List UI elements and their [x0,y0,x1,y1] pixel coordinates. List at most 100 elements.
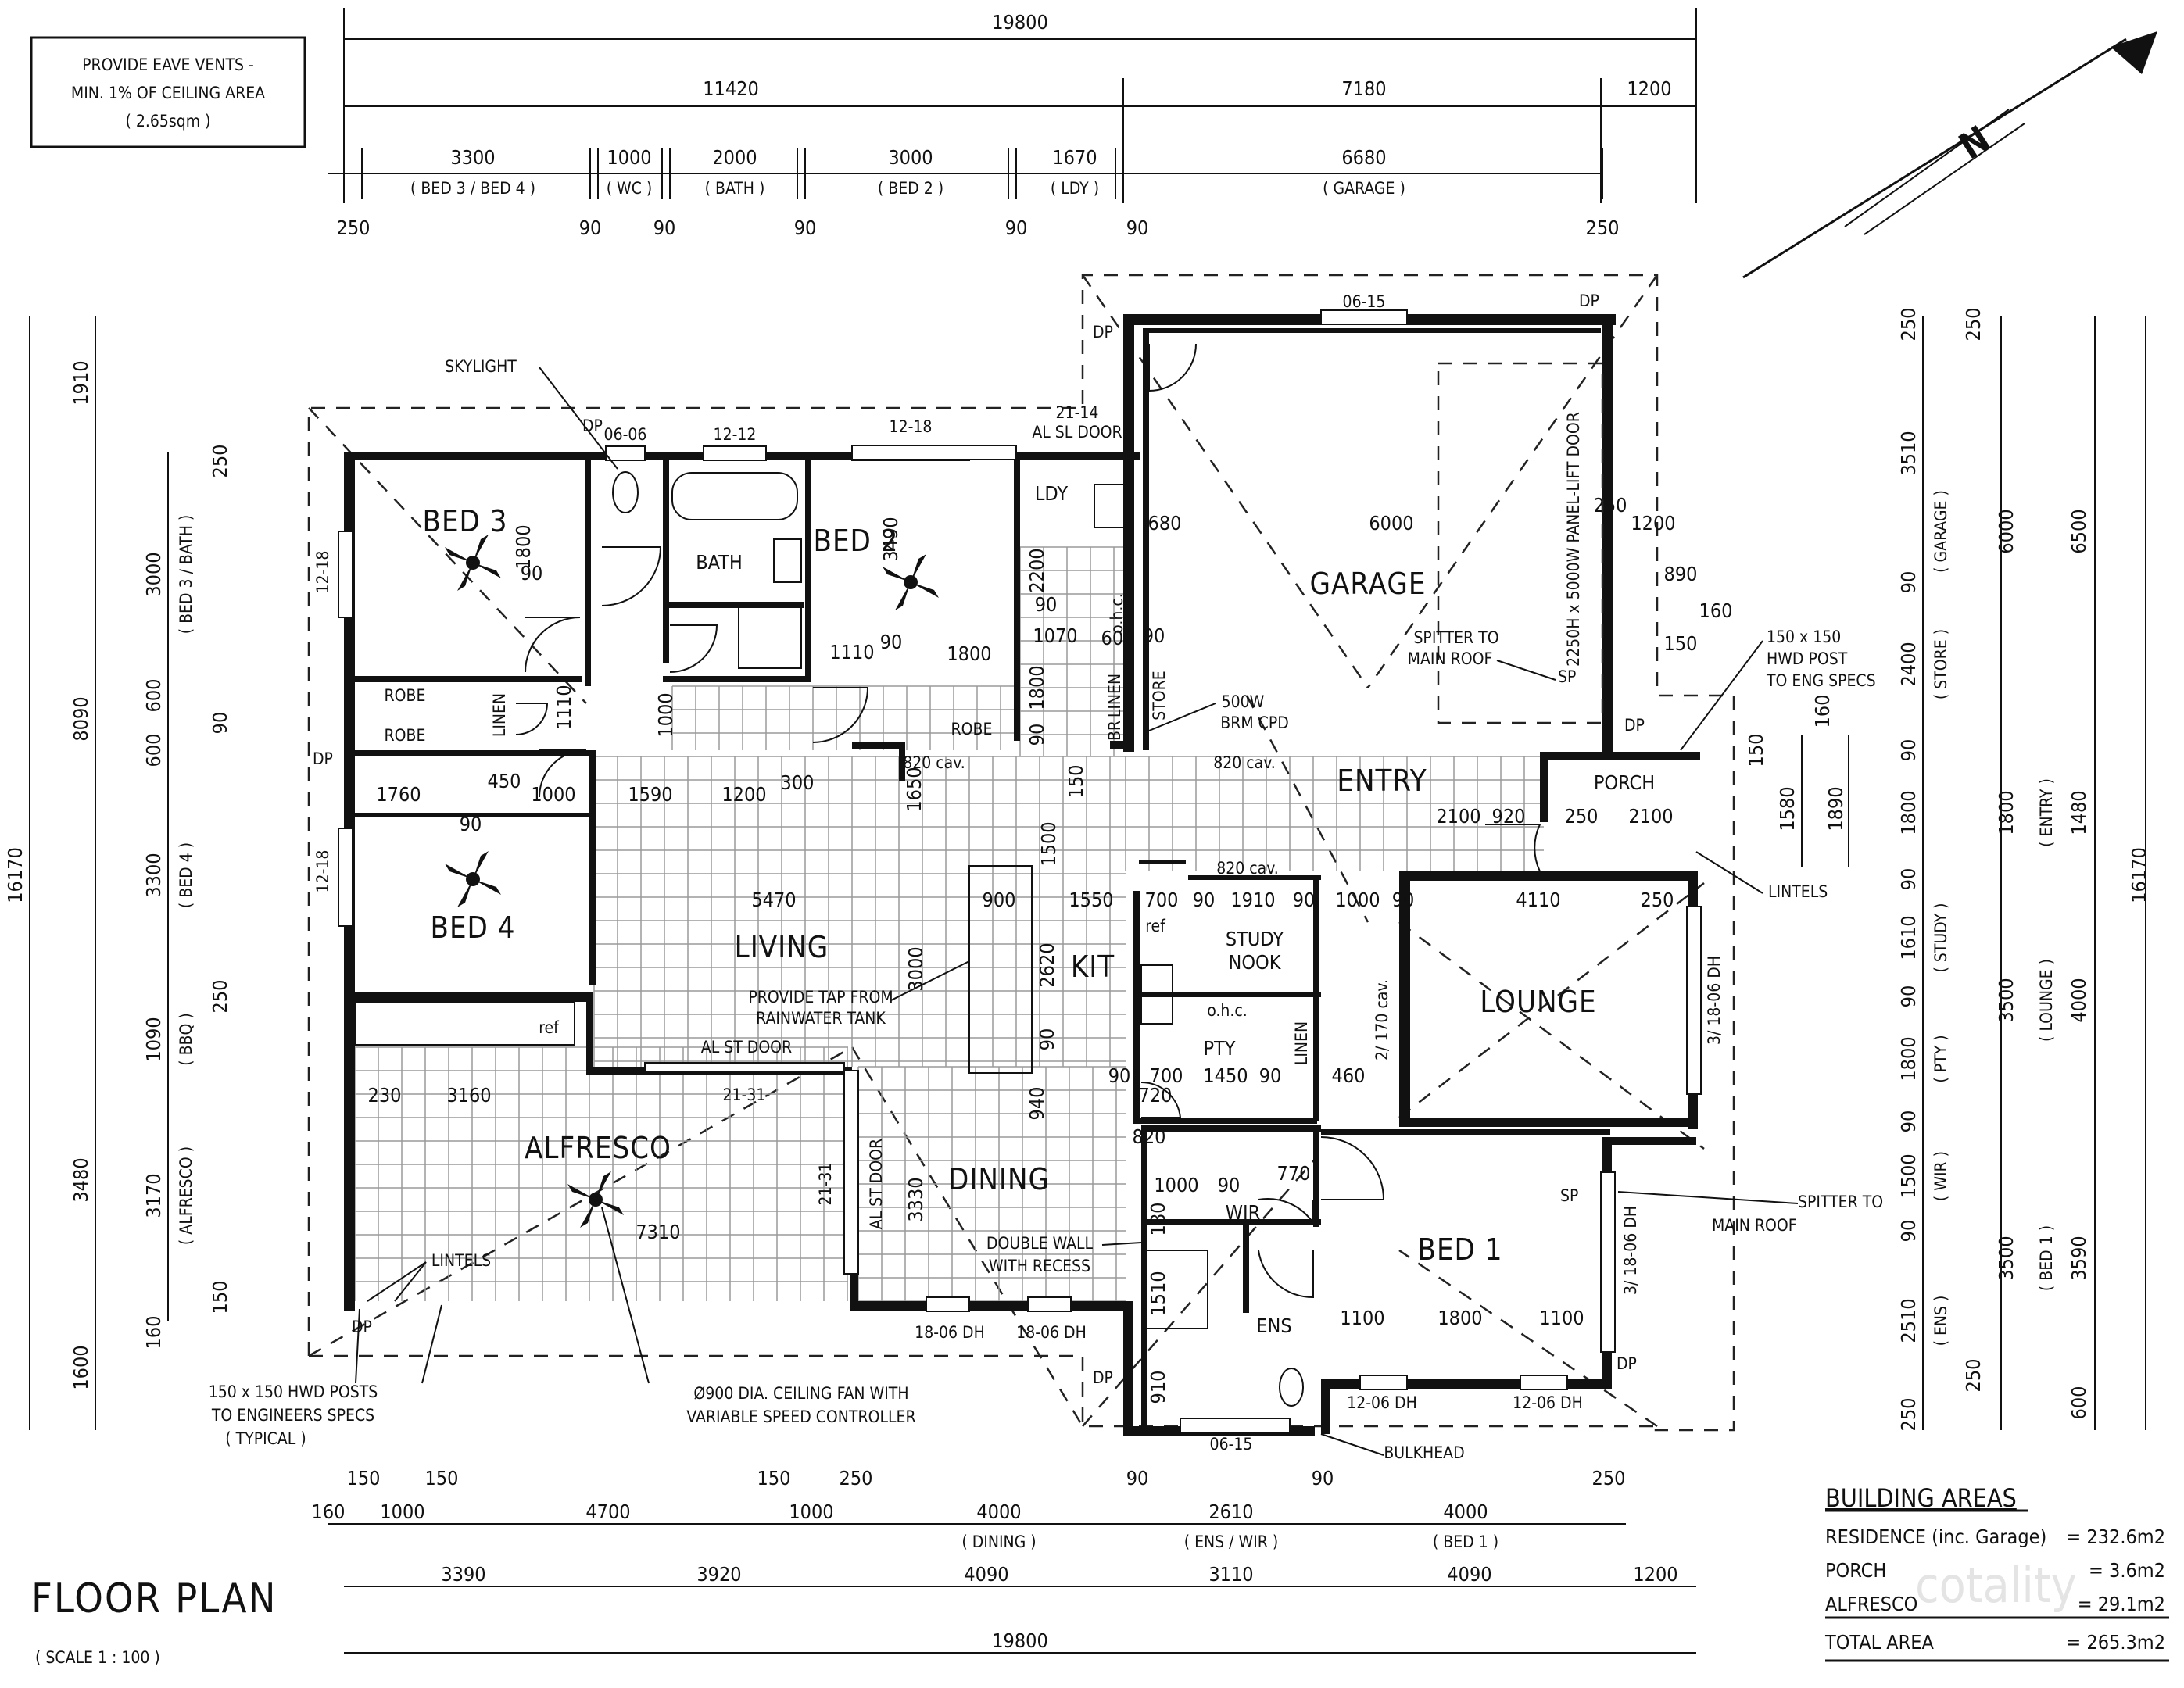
dim-ri-90f: 90 [1897,1220,1920,1243]
room-kit: KIT [1071,950,1115,984]
dim-right-label-pty: ( PTY ) [1932,1035,1950,1082]
dim-bot-90a: 90 [1126,1467,1149,1490]
dim-ri-2510: 2510 [1897,1298,1920,1343]
dim-ri-90a: 90 [1897,571,1920,594]
inner-dimension-label: 180 [1147,1203,1169,1236]
inner-dimension-label: 700 [1150,1064,1183,1087]
dim-bot-label-dining: ( DINING ) [961,1532,1036,1551]
inner-dimension-label: 450 [488,770,521,792]
dp-marker: DP [352,1318,372,1336]
dim-bot-4700: 4700 [585,1500,630,1523]
dim-left-8090: 8090 [70,696,92,741]
room-bed2: BED 2 [814,524,899,558]
inner-dimension-label: 1200 [1631,512,1675,535]
room-ref2: ref [1145,917,1166,935]
window-labels: 06-06 12-12 12-18 12-18 12-18 06-15 06-1… [313,292,1724,1454]
dim-ri-2400: 2400 [1897,642,1920,686]
cooktop-icon [1140,964,1173,1025]
window-2170-cav: 2/ 170 cav. [1373,979,1391,1060]
inner-dimension-label: 3490 [879,517,902,561]
note-double-wall-2: WITH RECESS [989,1257,1090,1275]
area-value-porch: = 3.6m2 [2089,1559,2165,1582]
area-value-residence: = 232.6m2 [2066,1525,2165,1548]
dim-top-1200: 1200 [1627,77,1671,100]
toilet-icon [1279,1368,1304,1407]
dim-label-garage: ( GARAGE ) [1323,179,1405,198]
dim-bot-1000b: 1000 [789,1500,833,1523]
room-bed3: BED 3 [423,504,508,538]
inner-dimension-label: 700 [1145,889,1179,911]
left-dimensions: 16170 1910 8090 3480 1600 250 3000 600 6… [4,316,231,1430]
dim-left-1090: 1090 [142,1017,165,1061]
inner-dimension-label: 90 [1293,889,1316,911]
eave-note-line1: PROVIDE EAVE VENTS - [82,55,254,74]
dim-ri-3510: 3510 [1897,431,1920,475]
inner-dimension-label: 90 [460,813,482,835]
room-ens: ENS [1256,1314,1291,1337]
inner-dimension-label: 3160 [446,1084,491,1107]
inner-dimension-label: 1800 [1026,665,1048,710]
note-tap-1: PROVIDE TAP FROM [748,988,893,1007]
plan-scale: ( SCALE 1 : 100 ) [35,1648,160,1667]
dim-left-label-alfresco: ( ALFRESCO ) [177,1146,195,1245]
dim-right-3500b: 3500 [1995,1236,2018,1280]
eave-vent-note: PROVIDE EAVE VENTS - MIN. 1% OF CEILING … [30,36,306,148]
inner-dimension-label: 940 [1026,1087,1048,1121]
window-1218-bed3: 12-18 [313,551,332,594]
room-ohc1: o.h.c. [1108,593,1126,634]
inner-dimension-label: 160 [1699,599,1733,622]
note-hwd-right-1: 150 x 150 [1767,628,1841,646]
dim-porch-160: 160 [1811,695,1834,728]
note-lintels-right: LINTELS [1768,882,1828,901]
room-alfresco: ALFRESCO [525,1131,671,1165]
dim-bot2-3390: 3390 [441,1563,485,1586]
door-al-sl-1: 21-14 [1056,403,1099,422]
dim-label-wc: ( WC ) [607,179,653,198]
toilet-icon [612,471,639,513]
dim-left-150: 150 [209,1281,231,1314]
dim-bot2-3110: 3110 [1208,1563,1253,1586]
dim-right-total: 16170 [2128,847,2150,903]
inner-dimension-label: 1590 [628,783,672,806]
inner-dimension-label: 600 [1101,627,1135,649]
room-pty: PTY [1203,1037,1235,1060]
dim-wall-90c: 90 [794,216,817,239]
room-bath: BATH [696,551,743,574]
window-0606: 06-06 [604,425,647,444]
note-lintels-left: LINTELS [431,1251,491,1270]
dim-bot-1000a: 1000 [380,1500,424,1523]
dim-bot2-4090a: 4090 [964,1563,1008,1586]
inner-dimension-label: 7310 [636,1221,680,1243]
window-1206-1: 12-06 DH [1347,1393,1417,1412]
dim-bot-label-bed1: ( BED 1 ) [1433,1532,1498,1551]
bbq-bench [355,1001,575,1046]
inner-dimension-label: 1510 [1147,1271,1169,1315]
dp-marker: DP [1617,1354,1637,1373]
bottom-dimensions: 160 150 1000 150 4700 150 1000 250 4000 … [312,1467,1696,1654]
dim-seg-6680: 6680 [1341,146,1386,169]
room-robe3: ROBE [951,720,993,738]
inner-dimension-label: 1800 [947,642,991,665]
inner-dimension-label: 4110 [1516,889,1560,911]
inner-dimension-label: 90 [1108,1064,1131,1087]
dim-right-3500a: 3500 [1995,978,2018,1022]
inner-dimension-label: 720 [1139,1084,1173,1107]
dim-right-1800: 1800 [1995,790,2018,835]
dim-bot2-1200: 1200 [1633,1563,1677,1586]
dim-bot-150a: 150 [347,1467,381,1490]
inner-dimension-label: 460 [1332,1064,1366,1087]
dim-wall-250a: 250 [337,216,371,239]
dim-ri-90d: 90 [1897,985,1920,1008]
inner-dimension-label: 2100 [1628,805,1673,828]
dp-marker: DP [1624,716,1645,735]
note-fan-1: Ø900 DIA. CEILING FAN WITH [693,1384,908,1403]
dim-seg-1000: 1000 [607,146,651,169]
watermark: cotality [1915,1557,2077,1614]
dim-left-label-bed4: ( BED 4 ) [177,842,195,908]
room-store: STORE [1150,671,1169,720]
dim-left-90: 90 [209,712,231,735]
door-swings [515,343,1541,1299]
dim-left-600a: 600 [142,679,165,713]
inner-dimension-label: 90 [1035,593,1058,616]
dim-wall-90a: 90 [579,216,602,239]
